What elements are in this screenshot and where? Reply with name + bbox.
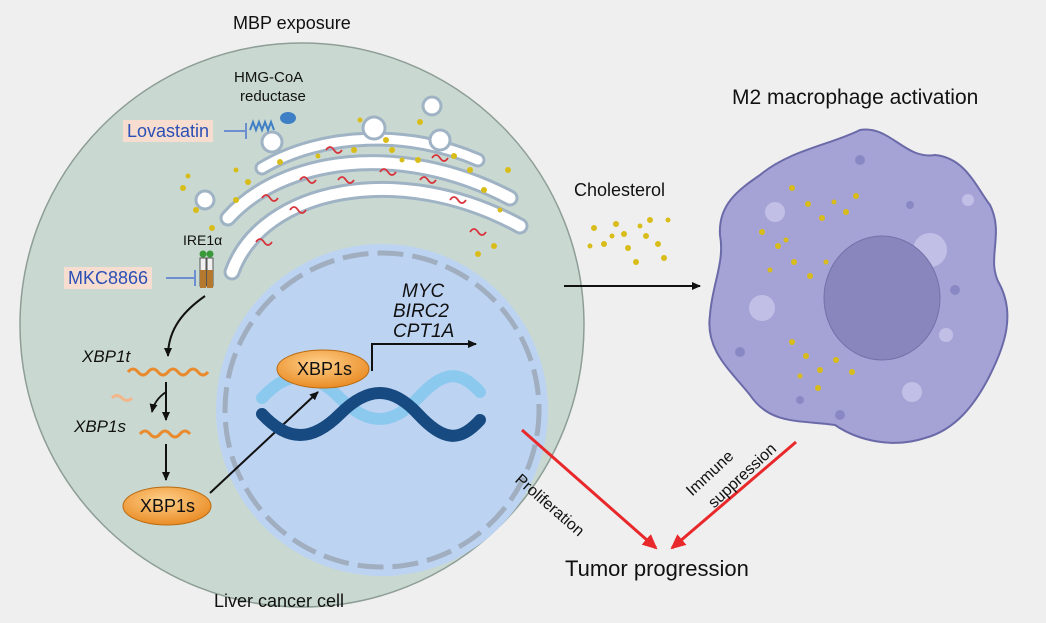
xbp1t-label: XBP1t <box>82 347 131 366</box>
lovastatin-inhibition-arrow <box>224 123 247 139</box>
xbp1s-protein-nucleus <box>276 349 370 389</box>
macrophage-cholesterol-dots <box>759 185 859 391</box>
cholesterol-label: Cholesterol <box>574 180 666 200</box>
gene-cpt1a-label: CPT1A <box>393 321 455 342</box>
ire1a-label: IRE1α <box>183 232 223 248</box>
cell-cholesterol-dots <box>180 117 511 257</box>
xbp1s-mrna <box>138 429 192 439</box>
xbp1s-protein-cytoplasm-label: XBP1s <box>140 496 196 516</box>
transcription-arrow <box>371 340 477 371</box>
xbp1s-protein-cytoplasm <box>122 486 212 526</box>
spliced-fragment <box>110 394 134 402</box>
liver-cancer-cell-label: Liver cancer cell <box>214 591 345 611</box>
macrophage-nucleus <box>823 235 941 361</box>
mkc8866-inhibition-arrow <box>166 270 196 286</box>
xbp1t-mrna <box>126 367 210 377</box>
splice-branch-arrow <box>149 391 167 413</box>
hmg-coa-reductase-label-line1: HMG-CoA <box>234 69 304 86</box>
nucleus <box>216 244 548 576</box>
tumor-progression-label: Tumor progression <box>565 556 749 581</box>
ire1a-receptor <box>199 250 214 288</box>
lovastatin-label: Lovastatin <box>123 120 214 142</box>
endoplasmic-reticulum <box>194 95 529 281</box>
macrophage-vesicles <box>735 155 974 420</box>
gene-birc2-label: BIRC2 <box>393 301 449 322</box>
mkc8866-label: MKC8866 <box>64 267 153 289</box>
xbp1s-mrna-label: XBP1s <box>74 417 126 436</box>
mbp-exposure-label: MBP exposure <box>233 13 351 33</box>
released-cholesterol-dots <box>587 217 671 265</box>
proliferation-arrow <box>521 428 658 550</box>
xbp1s-protein-nucleus-label: XBP1s <box>297 359 353 379</box>
ire1a-to-xbp1t-arrow <box>164 295 206 357</box>
nuclear-translocation-arrow <box>209 391 319 494</box>
misfolded-proteins <box>255 146 487 246</box>
gene-myc-label: MYC <box>402 281 445 302</box>
hmg-coa-reductase-label-line2: reductase <box>240 88 306 105</box>
immune-suppression-arrow <box>670 440 797 550</box>
m2-macrophage-activation-label: M2 macrophage activation <box>732 86 979 109</box>
hmg-coa-reductase <box>249 112 296 133</box>
